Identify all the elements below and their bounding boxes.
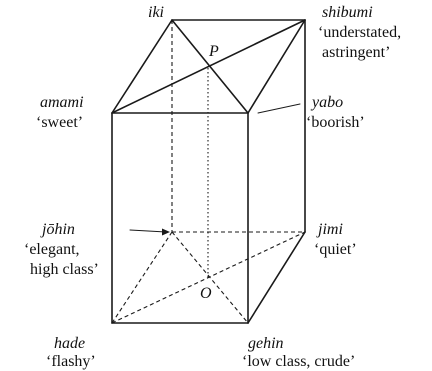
point-label-o: O: [200, 285, 212, 302]
vertex-johin-gloss-2: high class’: [30, 261, 99, 278]
edge-shibumi-yabo: [247, 19, 306, 114]
vertex-yabo-term: yabo: [310, 94, 343, 111]
vertex-jimi-term: jimi: [316, 221, 343, 238]
vertex-shibumi-gloss-1: ‘understated,: [318, 24, 401, 41]
vertex-amami-gloss: ‘sweet’: [36, 114, 83, 131]
vertex-jimi-gloss: ‘quiet’: [314, 241, 357, 258]
vertex-gehin-term: gehin: [248, 335, 284, 352]
hidden-edge-johin-hade: [111, 231, 173, 324]
vertex-yabo-gloss: ‘boorish’: [306, 114, 365, 131]
vertex-hade-gloss: ‘flashy’: [46, 353, 96, 370]
leader-johin: [129, 229, 167, 233]
vertex-gehin-gloss: ‘low class, crude’: [242, 353, 355, 370]
leader-yabo: [257, 103, 301, 114]
hidden-edge-johin-gehin: [171, 231, 249, 324]
edge-iki-amami: [111, 19, 173, 114]
vertex-johin-gloss-1: ‘elegant,: [24, 241, 80, 258]
vertex-hade-term: hade: [54, 335, 85, 352]
edge-gehin-jimi: [247, 231, 306, 324]
vertex-shibumi-term: shibumi: [322, 4, 373, 21]
vertex-shibumi-gloss-2: astringent’: [322, 44, 390, 61]
vertex-johin-term: jōhin: [40, 221, 75, 238]
vertex-amami-term: amami: [40, 94, 84, 111]
edge-shibumi-amami: [111, 19, 306, 114]
vertex-iki-term: iki: [148, 4, 164, 21]
point-label-p: P: [208, 43, 219, 60]
arrowhead-johin: [162, 228, 170, 236]
